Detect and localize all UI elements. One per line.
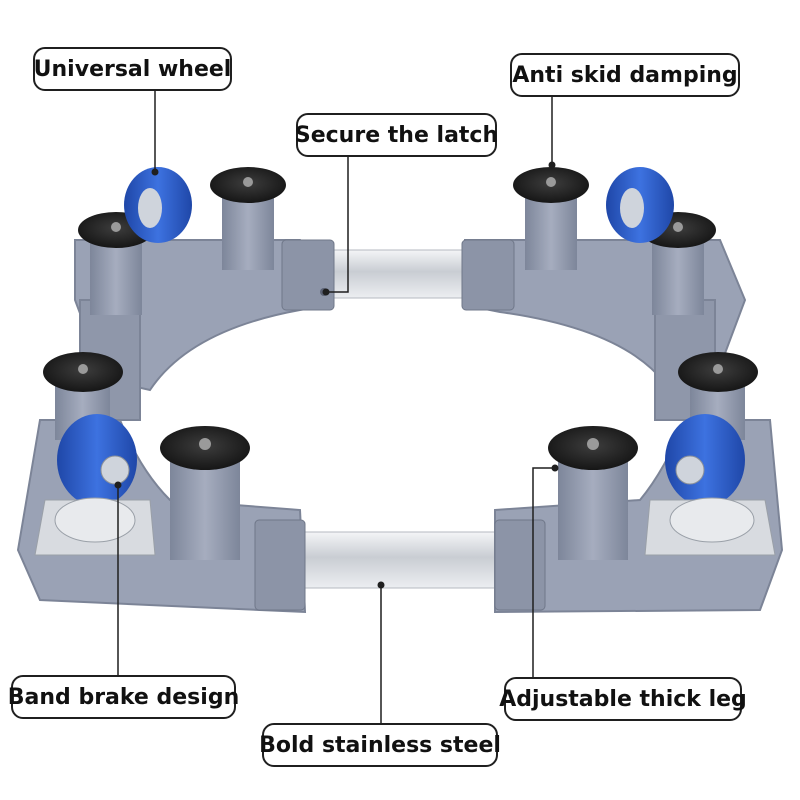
- wheel-back-left: [124, 167, 192, 243]
- label-universal-wheel: Universal wheel: [33, 47, 232, 91]
- wheel-back-right: [606, 167, 674, 243]
- wheel-front-right: [644, 414, 776, 556]
- label-bold-stainless-steel: Bold stainless steel: [259, 723, 501, 767]
- callout-lines: [114, 91, 559, 723]
- leg-back-right-inner: [513, 167, 589, 270]
- latch-front-right: [494, 519, 546, 611]
- latch-front-left: [254, 519, 306, 611]
- label-band-brake-design: Band brake design: [8, 675, 239, 719]
- label-anti-skid-damping: Anti skid damping: [510, 53, 740, 97]
- wheel-front-left: [34, 414, 156, 556]
- leg-front-left: [160, 426, 250, 560]
- leg-front-right: [548, 426, 638, 560]
- latch-back-right: [461, 239, 515, 311]
- steel-tube-front: [279, 531, 511, 589]
- latch-back-left: [281, 239, 335, 311]
- leg-back-left-inner: [210, 167, 286, 270]
- label-adjustable-thick-leg: Adjustable thick leg: [499, 677, 747, 721]
- label-secure-the-latch: Secure the latch: [295, 113, 498, 157]
